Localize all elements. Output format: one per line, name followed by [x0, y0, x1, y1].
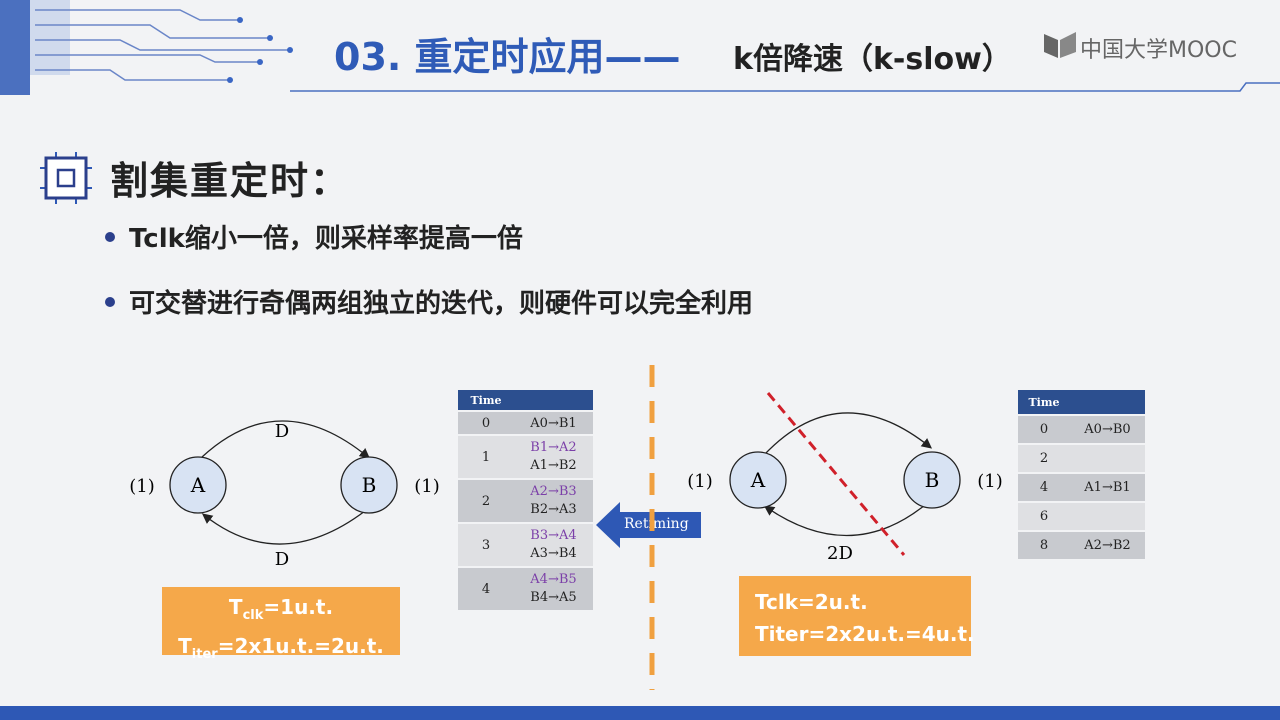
- node-a-label: A: [750, 468, 766, 492]
- edge-top: [201, 420, 371, 459]
- left-timing-box: Tclk=1u.t. Titer=2x1u.t.=2u.t.: [162, 587, 400, 662]
- cutset-line: [766, 392, 906, 556]
- edge-bottom: [763, 504, 926, 537]
- table-header-time: Time: [1018, 390, 1070, 414]
- table-row: 2: [1018, 445, 1145, 472]
- section-title: 割集重定时：: [110, 159, 351, 203]
- weight-b: (1): [977, 471, 1003, 492]
- right-timing-box: Tclk=2u.t. Titer=2x2u.t.=4u.t.: [739, 576, 975, 656]
- node-a: [729, 451, 787, 509]
- bullet-item: Tclk缩小一倍，则采样率提高一倍: [105, 218, 523, 255]
- left-dfg-diagram: A B (1) (1) D D: [129, 420, 440, 570]
- edge-bottom: [201, 510, 366, 545]
- weight-a: (1): [687, 471, 713, 492]
- node-b-label: B: [362, 473, 377, 497]
- bullet-text: 可交替进行奇偶两组独立的迭代，则硬件可以完全利用: [129, 289, 754, 319]
- tclk-line: Tclk=1u.t.: [228, 595, 334, 623]
- edge-bottom-label: 2D: [827, 543, 853, 564]
- footer-bar: [0, 706, 1280, 720]
- bullet-dot-icon: [105, 296, 115, 307]
- bullet-text: Tclk缩小一倍，则采样率提高一倍: [129, 224, 523, 254]
- weight-b: (1): [414, 476, 440, 497]
- node-b: [903, 451, 961, 509]
- node-a-label: A: [190, 473, 206, 497]
- titer-line: Titer=2x1u.t.=2u.t.: [178, 634, 384, 662]
- edge-bottom-label: D: [275, 549, 289, 570]
- divider-line: [649, 365, 655, 690]
- page-subtitle: k倍降速（k-slow）: [733, 42, 1012, 77]
- bullet-dot-icon: [105, 231, 115, 242]
- circuit-decoration-icon: [0, 0, 293, 95]
- page-title: 03. 重定时应用——: [334, 35, 681, 79]
- retiming-arrow-icon: [596, 502, 701, 548]
- edge-top-label: D: [275, 421, 289, 442]
- table-row: 6: [1018, 503, 1145, 530]
- mooc-logo-text: 中国大学MOOC: [1080, 38, 1237, 63]
- table-header-blank: [514, 390, 593, 410]
- header-rule: [0, 78, 1280, 92]
- retiming-label: Retiming: [624, 516, 689, 532]
- bullet-item: 可交替进行奇偶两组独立的迭代，则硬件可以完全利用: [105, 283, 753, 320]
- table-header-time: Time: [458, 390, 514, 410]
- tclk-line: Tclk=2u.t.: [755, 590, 868, 614]
- header-decoration: [0, 0, 330, 95]
- edge-top: [763, 412, 933, 456]
- right-dfg-diagram: A B (1) (1) 2D: [687, 392, 1003, 564]
- node-b-label: B: [925, 468, 940, 492]
- weight-a: (1): [129, 476, 155, 497]
- node-a: [169, 456, 227, 514]
- book-logo-icon: [1044, 32, 1076, 58]
- titer-line: Titer=2x2u.t.=4u.t.: [755, 622, 975, 646]
- chip-icon: [38, 150, 94, 206]
- mooc-logo: [1042, 30, 1078, 64]
- table-header-blank: [1070, 390, 1145, 414]
- node-b: [340, 456, 398, 514]
